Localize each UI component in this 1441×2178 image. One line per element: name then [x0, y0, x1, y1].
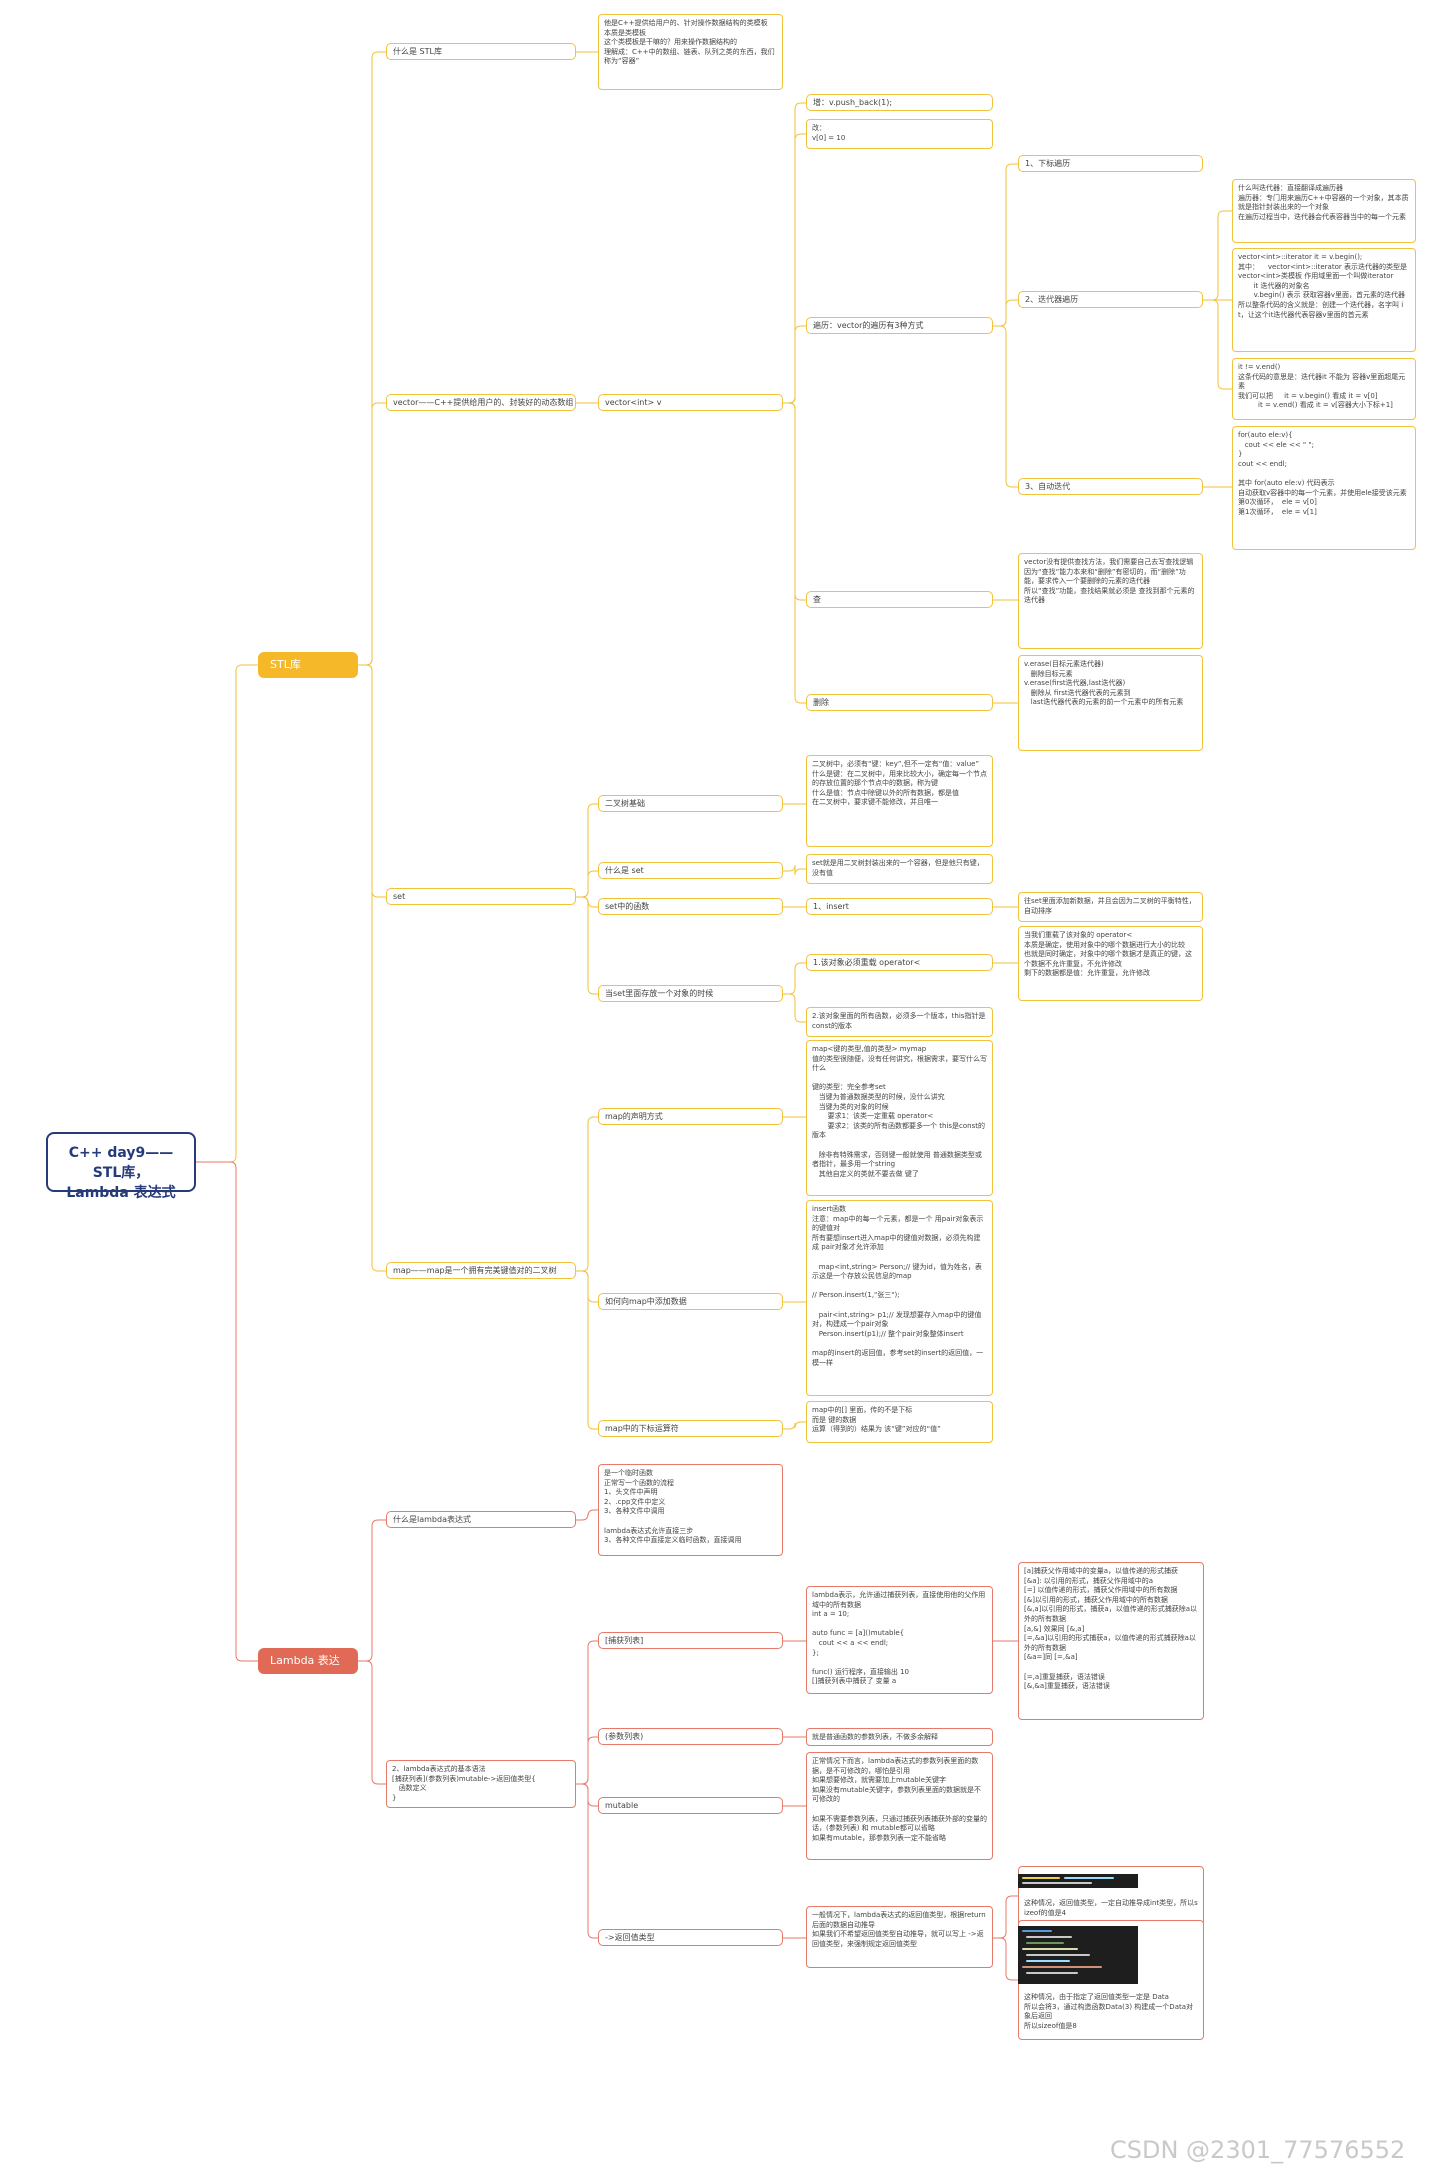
note-set-insert: 往set里面添加新数据，并且会因为二叉树的平衡特性，自动排序: [1018, 892, 1203, 922]
note-overload-operator: 当我们重载了该对象的 operator< 本质是确定，使用对象中的哪个数据进行大…: [1018, 926, 1203, 1001]
connector: [993, 1895, 1018, 1939]
note-iterator-definition: 什么叫迭代器：直接翻译成遍历器 遍历器：专门用来遍历C++中容器的一个对象，其本…: [1232, 179, 1416, 243]
node-map[interactable]: map——map是一个拥有完美键值对的二叉树: [386, 1262, 576, 1279]
note-what-is-lambda: 是一个临时函数 正常写一个函数的流程 1、头文件中声明 2、.cpp文件中定义 …: [598, 1464, 783, 1556]
csdn-watermark: CSDN @2301_77576552: [1110, 2136, 1406, 2164]
node-param-list[interactable]: (参数列表): [598, 1728, 783, 1745]
node-lambda-syntax[interactable]: 2、lambda表达式的基本语法 [捕获列表](参数列表)mutable->返回…: [386, 1760, 576, 1808]
branch-stl[interactable]: STL库: [258, 652, 358, 678]
connector: [576, 1270, 598, 1303]
connector: [196, 664, 258, 1163]
code-screenshot-auto-return: [1018, 1874, 1138, 1888]
connector: [783, 402, 806, 704]
node-traverse[interactable]: 遍历：vector的遍历有3种方式: [806, 317, 993, 334]
connector: [576, 1270, 598, 1430]
code-screenshot-explicit-return: [1018, 1926, 1138, 1984]
note-const-version: 2.该对象里面的所有函数，必须多一个版本，this指针是const的版本: [806, 1007, 993, 1037]
connector: [576, 1509, 598, 1521]
node-vector[interactable]: vector——C++提供给用户的、封装好的动态数组: [386, 394, 576, 411]
node-delete[interactable]: 删除: [806, 694, 993, 711]
note-binary-tree-basics: 二叉树中，必须有“键：key”,但不一定有“值：value” 什么是键：在二叉树…: [806, 755, 993, 847]
connector: [358, 402, 386, 666]
connector: [993, 299, 1018, 327]
connector: [576, 1116, 598, 1272]
node-what-is-set[interactable]: 什么是 set: [598, 862, 783, 879]
node-map-subscript[interactable]: map中的下标运算符: [598, 1420, 783, 1437]
node-set[interactable]: set: [386, 888, 576, 905]
node-capture-list[interactable]: [捕获列表]: [598, 1632, 783, 1649]
branch-lambda[interactable]: Lambda 表达式: [258, 1648, 358, 1693]
note-map-declaration: map<键的类型,值的类型> mymap 值的类型很随便，没有任何讲究，根据需求…: [806, 1040, 993, 1196]
connector: [783, 325, 806, 404]
node-set-insert[interactable]: 1、insert: [806, 898, 993, 915]
connector: [576, 1640, 598, 1785]
node-find[interactable]: 查: [806, 591, 993, 608]
connector: [993, 163, 1018, 327]
note-param-list: 就是普通函数的参数列表，不做多余解释: [806, 1728, 993, 1746]
connector: [358, 1519, 386, 1662]
node-map-add-data[interactable]: 如何向map中添加数据: [598, 1293, 783, 1310]
note-auto-iteration: for(auto ele:v){ cout << ele << " "; } c…: [1232, 426, 1416, 550]
connector: [576, 896, 598, 995]
connector: [783, 962, 806, 995]
connector: [358, 664, 386, 1272]
node-set-functions[interactable]: set中的函数: [598, 898, 783, 915]
node-map-declaration[interactable]: map的声明方式: [598, 1108, 783, 1125]
node-return-type[interactable]: ->返回值类型: [598, 1929, 783, 1946]
connector: [576, 1783, 598, 1939]
node-vector-int[interactable]: vector<int> v: [598, 394, 783, 411]
note-mutable: 正常情况下而言，lambda表达式的参数列表里面的数据，是不可修改的，哪怕是引用…: [806, 1752, 993, 1860]
node-push-back[interactable]: 增：v.push_back(1);: [806, 94, 993, 111]
connector: [993, 325, 1018, 488]
node-overload-operator[interactable]: 1.该对象必须重载 operator<: [806, 954, 993, 971]
connector: [576, 803, 598, 898]
note-return-type: 一般情况下，lambda表达式的返回值类型，根据return后面的数据自动推导 …: [806, 1906, 993, 1968]
node-binary-tree-basics[interactable]: 二叉树基础: [598, 795, 783, 812]
node-mutable[interactable]: mutable: [598, 1797, 783, 1814]
note-capture-modes: [a]捕获父作用域中的变量a，以值传递的形式捕获 [&a]: 以引用的形式，捕获…: [1018, 1562, 1204, 1720]
node-what-is-lambda[interactable]: 什么是lambda表达式: [386, 1511, 576, 1528]
note-what-is-set: set就是用二叉树封装出来的一个容器，但是他只有键，没有值: [806, 854, 993, 884]
node-traverse-index[interactable]: 1、下标遍历: [1018, 155, 1203, 172]
node-modify[interactable]: 改： v[0] = 10: [806, 119, 993, 149]
connector: [1203, 299, 1232, 390]
note-find: vector没有提供查找方法，我们需要自己去写查找逻辑 因为“查找”能力本来和“…: [1018, 553, 1203, 649]
connector: [783, 993, 806, 1023]
connector: [576, 1736, 598, 1785]
note-capture-list: lambda表示，允许通过捕获列表，直接使用他的父作用域中的所有数据 int a…: [806, 1586, 993, 1694]
connector: [783, 864, 806, 876]
note-map-subscript: map中的[] 里面，传的不是下标 而是 键的数据 运算（得到的）结果为 该“键…: [806, 1401, 993, 1443]
node-what-is-stl[interactable]: 什么是 STL库: [386, 43, 576, 60]
connector: [576, 1783, 598, 1807]
note-what-is-stl: 他是C++提供给用户的、针对操作数据结构的类模板 本质是类模板 这个类模板是干嘛…: [598, 14, 783, 90]
connector: [993, 1937, 1018, 1981]
note-iterator-begin: vector<int>::iterator it = v.begin(); 其中…: [1232, 248, 1416, 352]
note-map-add-data: insert函数 注意：map中的每一个元素，都是一个 用pair对象表示的键值…: [806, 1200, 993, 1396]
node-set-store-object[interactable]: 当set里面存放一个对象的时候: [598, 985, 783, 1002]
connector: [196, 1161, 258, 1662]
note-iterator-end: it != v.end() 这条代码的意思是：迭代器it 不能为 容器v里面超尾…: [1232, 358, 1416, 420]
connector: [576, 870, 598, 898]
connector: [783, 1421, 806, 1430]
connector: [358, 1660, 386, 1785]
note-delete: v.erase(目标元素迭代器) 删除目标元素 v.erase(first迭代器…: [1018, 655, 1203, 751]
root-topic[interactable]: C++ day9——STL库， Lambda 表达式: [46, 1132, 196, 1201]
node-traverse-iterator[interactable]: 2、迭代器遍历: [1018, 291, 1203, 308]
connector: [1203, 210, 1232, 301]
node-traverse-auto[interactable]: 3、自动迭代: [1018, 478, 1203, 495]
